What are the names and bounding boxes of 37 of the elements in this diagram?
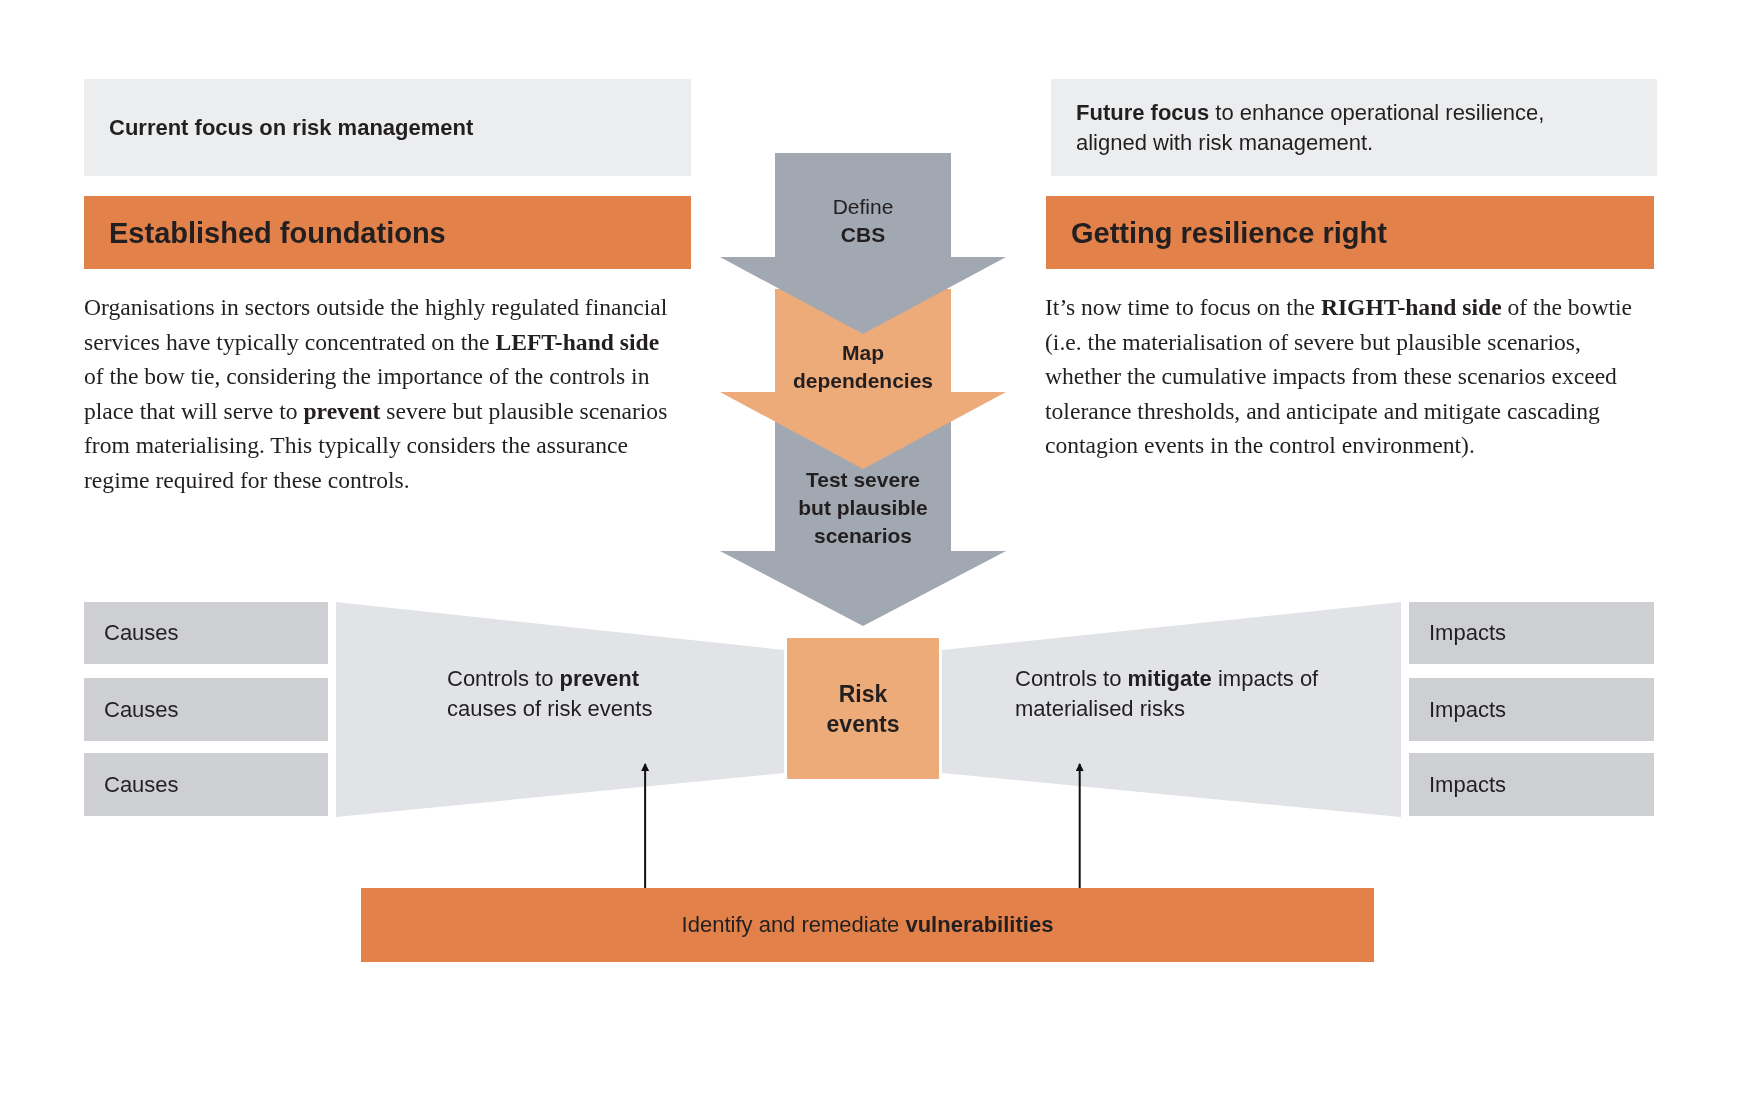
category-label: Impacts	[1429, 620, 1507, 646]
category-label: Impacts	[1429, 771, 1507, 798]
description-paragraph: It’s now time to focus on the RIGHT-hand side of the bowtie (i.e. the materialisation of severe but plausible scenarios, whether the cumulative impacts from these scenarios exceed tolerance thresholds, and anticipate and mitigate cascading contagion events in the control environment).	[1045, 293, 1634, 460]
category-box	[84, 753, 328, 816]
chevron-arrowhead	[720, 392, 1006, 469]
category-box	[84, 678, 328, 741]
step-label: Map dependencies	[791, 340, 935, 394]
section-header	[84, 196, 691, 269]
action-bar	[361, 888, 1374, 962]
bowtie-wing	[336, 602, 784, 817]
section-header	[1046, 196, 1654, 269]
category-label: Causes	[104, 771, 179, 798]
arrow	[641, 763, 650, 889]
category-label: Causes	[104, 696, 179, 723]
step-label: Test severe but plausible scenarios	[797, 467, 929, 549]
category-label: Causes	[104, 620, 179, 646]
category-box	[1409, 753, 1654, 816]
risk-events-box	[787, 638, 939, 779]
header-text: Getting resilience right	[1071, 216, 1387, 249]
category-label: Impacts	[1429, 696, 1507, 723]
category-box	[1409, 602, 1654, 664]
chevron-arrowhead	[720, 551, 1006, 626]
risk-label: Risk events	[825, 679, 901, 739]
wing-text: Controls to prevent causes of risk events	[447, 665, 654, 723]
description-paragraph: Organisations in sectors outside the highly regulated financial services have typically concentrated on the LEFT-hand side of the bow tie, considering the importance of the controls in place that will serve to prevent severe but plausible scenarios from materialising. This typically considers the assurance regime required for these controls.	[84, 293, 669, 495]
arrow	[1075, 763, 1084, 889]
step-label: Define CBS	[831, 194, 895, 248]
chevron-arrowhead	[720, 257, 1006, 334]
bowtie-wing	[942, 602, 1401, 817]
header-text: Established foundations	[109, 216, 446, 249]
panel-text: Current focus on risk management	[109, 113, 475, 142]
step-box	[775, 153, 951, 257]
wing-text: Controls to mitigate impacts of materialised risks	[1015, 665, 1320, 723]
category-box	[84, 602, 328, 664]
bar-text: Identify and remediate vulnerabilities	[680, 912, 1055, 938]
category-box	[1409, 678, 1654, 741]
panel-text: Future focus to enhance operational resilience, aligned with risk management.	[1076, 98, 1546, 157]
